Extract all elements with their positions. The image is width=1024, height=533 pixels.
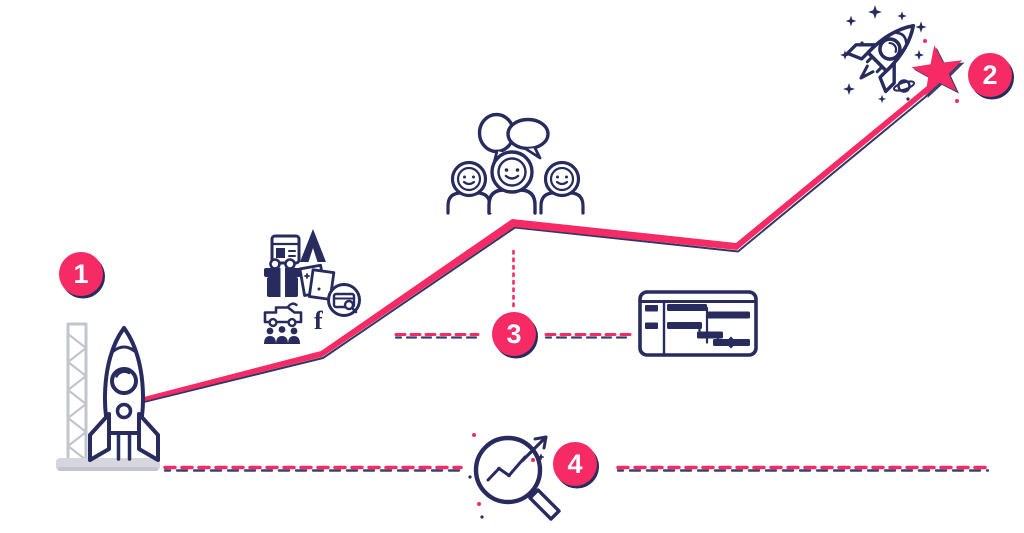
- bottom-dashed-line: [163, 465, 990, 472]
- team-member-center: [487, 150, 537, 215]
- documents-icon: [298, 263, 336, 301]
- gift-icon: [264, 258, 301, 297]
- step-badge-3: 3: [492, 312, 536, 356]
- step-badge-1: 1: [59, 252, 103, 296]
- adwords-a-icon: [300, 229, 326, 262]
- growth-arrow: [520, 436, 547, 463]
- truck-icon: [263, 302, 303, 328]
- step-badge-2: 2: [968, 53, 1012, 97]
- team-member-right: [539, 160, 585, 215]
- team-member-left: [446, 160, 492, 215]
- search-card-icon: [327, 283, 361, 317]
- growth-line: [117, 86, 930, 409]
- rocket-flame: [859, 64, 875, 80]
- facebook-f-icon: f: [314, 306, 323, 335]
- planet-icon: [892, 79, 916, 93]
- goal-star-icon: [911, 45, 965, 98]
- flying-rocket-icon: [840, 5, 959, 104]
- sparkle-icons: [840, 5, 927, 104]
- rocket-on-launchpad-icon: [56, 322, 160, 471]
- middle-dashed-line: [394, 333, 632, 339]
- magnifier-handle: [528, 488, 561, 521]
- team-discussion-icon: [446, 112, 585, 215]
- mini-team-icon: [264, 326, 300, 344]
- step-badge-4: 4: [553, 442, 597, 486]
- analytics-magnifier-icon: [468, 433, 561, 521]
- marketing-tools-icons: f: [263, 229, 361, 344]
- gantt-chart-icon: [638, 290, 758, 357]
